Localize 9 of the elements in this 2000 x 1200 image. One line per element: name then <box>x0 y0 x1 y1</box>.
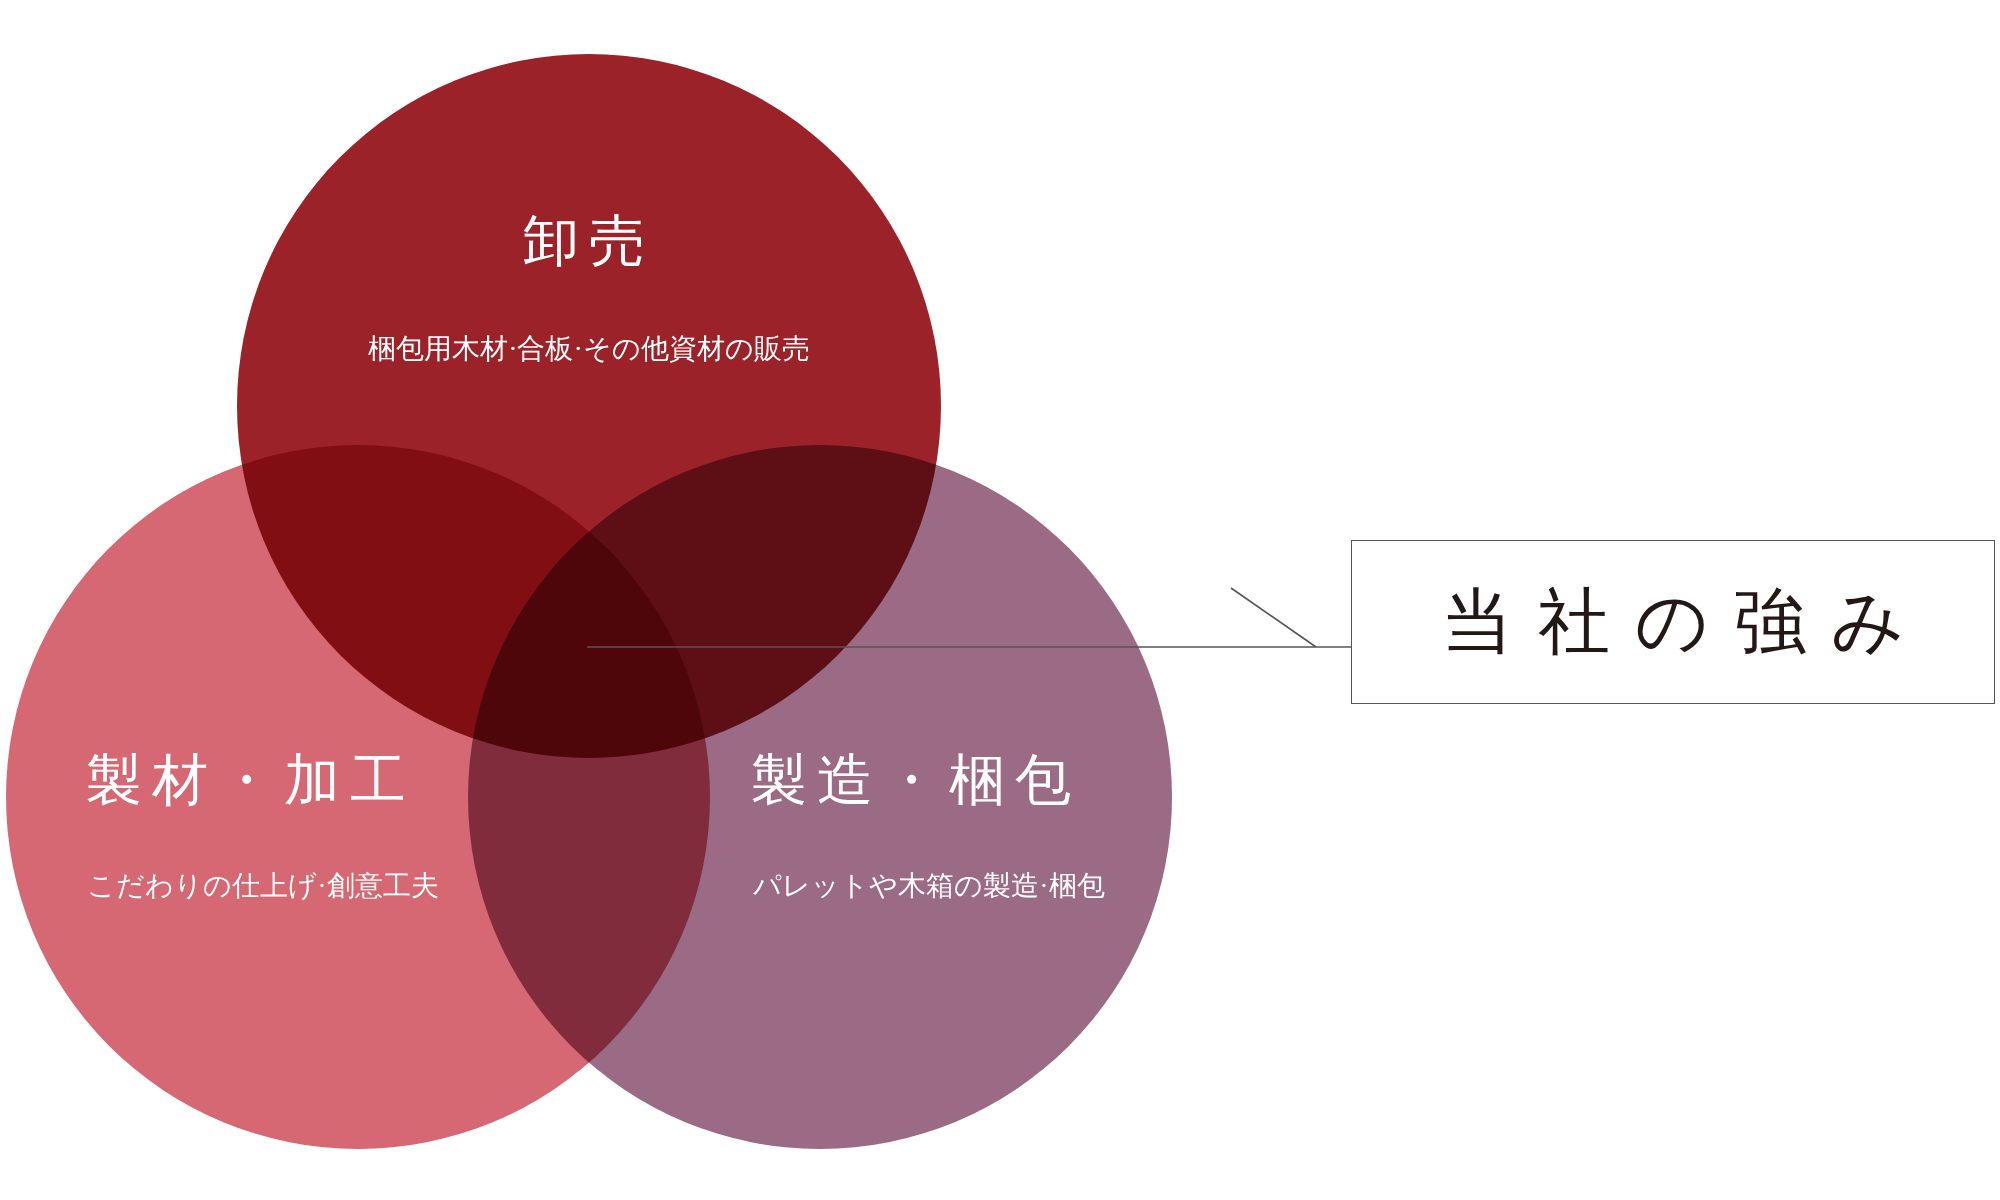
circle-description: こだわりの仕上げ·創意工夫 <box>87 869 439 903</box>
leader-line <box>586 587 1352 648</box>
circle-heading: 製材・加工 <box>85 748 417 813</box>
label-box: 当社の強み <box>1351 540 1995 704</box>
circle-description: 梱包用木材·合板·その他資材の販売 <box>368 332 810 366</box>
venn-circle <box>468 445 1172 1149</box>
circle-heading: 製造・梱包 <box>750 748 1082 813</box>
circle-description: パレットや木箱の製造·梱包 <box>753 869 1105 903</box>
circle-heading: 卸売 <box>522 209 656 274</box>
